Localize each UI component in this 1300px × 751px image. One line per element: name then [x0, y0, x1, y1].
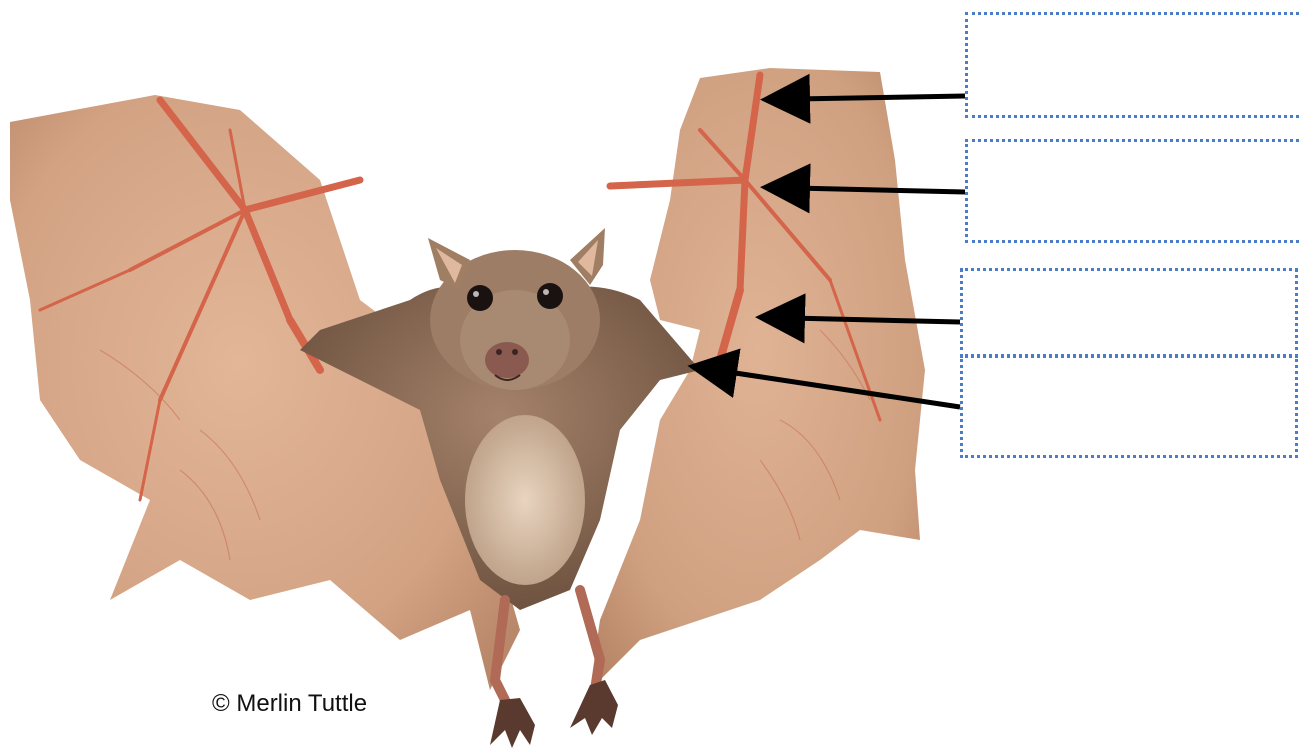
bat-belly — [465, 415, 585, 585]
arrow-1 — [795, 96, 965, 99]
label-box-1[interactable] — [965, 12, 1300, 118]
label-box-2[interactable] — [965, 139, 1300, 243]
photo-credit: © Merlin Tuttle — [212, 690, 367, 718]
label-box-4[interactable] — [960, 354, 1298, 458]
bat-snout — [485, 342, 529, 378]
bat-feet — [490, 680, 618, 748]
left-eye — [467, 285, 493, 311]
right-leg — [580, 590, 600, 690]
label-box-3[interactable] — [960, 268, 1298, 358]
right-eye — [537, 283, 563, 309]
